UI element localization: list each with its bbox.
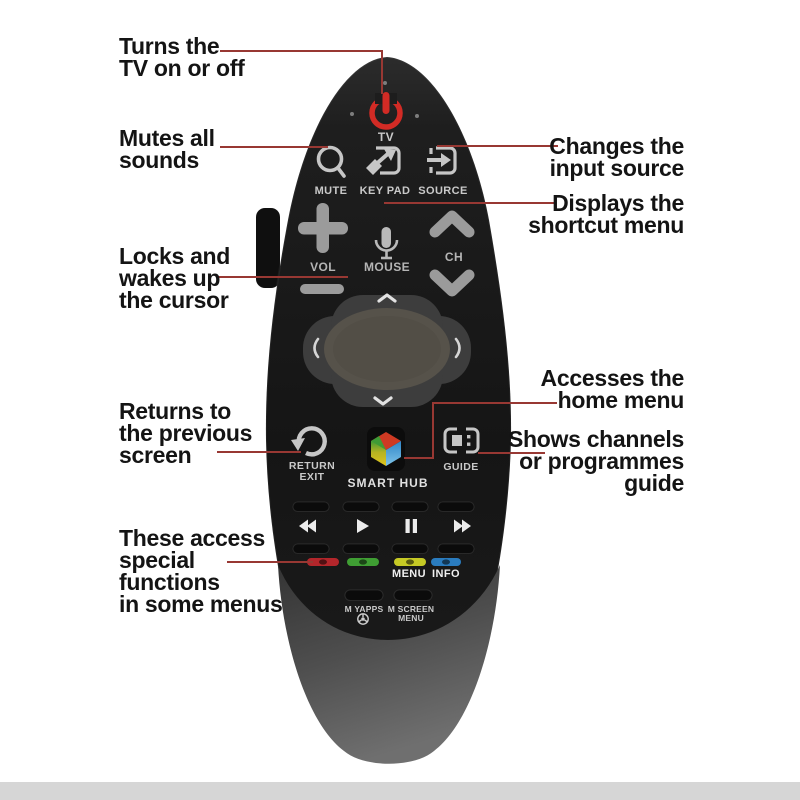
green-function-button[interactable] — [342, 543, 380, 554]
return-button[interactable] — [291, 426, 327, 457]
colors-callout-line — [227, 561, 313, 563]
yellow-menu-button[interactable] — [391, 543, 429, 554]
rewind-button[interactable] — [292, 501, 330, 512]
mute-label: MUTE — [314, 185, 348, 197]
keypad-callout-line — [384, 202, 556, 204]
smart-hub-icon — [371, 432, 401, 466]
source-label: SOURCE — [418, 185, 468, 197]
source-icon — [436, 146, 457, 175]
indicator-dots — [350, 81, 419, 118]
play-button[interactable] — [342, 501, 380, 512]
blue-info-button[interactable] — [437, 543, 475, 554]
remote-bottom-cap — [278, 565, 500, 764]
keypad-icon — [376, 146, 401, 175]
mscreen-label: M SCREEN MENU — [387, 604, 435, 623]
color-strips — [307, 558, 461, 566]
channel-label: CH — [444, 250, 464, 264]
annotation-smarthub: Accesses the home menu — [540, 365, 685, 413]
mouse-label: MOUSE — [363, 260, 411, 274]
mscreen-button[interactable] — [393, 589, 433, 601]
annotation-power: Turns the TV on or off — [119, 33, 245, 81]
rewind-icon — [299, 519, 316, 533]
mute-icon — [316, 145, 344, 173]
return-label: RETURN EXIT — [288, 460, 336, 483]
power-icon — [382, 92, 390, 114]
touchpad-down-arrow — [373, 396, 393, 406]
pause-icon — [405, 519, 417, 533]
return-callout-line — [217, 451, 301, 453]
volume-label: VOL — [310, 260, 336, 274]
smarthub-callout-line — [432, 402, 557, 404]
mute-callout-line — [220, 146, 328, 148]
forward-button[interactable] — [437, 501, 475, 512]
forward-icon — [454, 519, 471, 533]
myapps-label: M YAPPS — [344, 604, 384, 614]
smart-hub-button[interactable] — [367, 427, 405, 471]
bottom-band — [0, 782, 800, 800]
power-callout-line-v — [381, 50, 383, 94]
keypad-button[interactable] — [366, 146, 401, 175]
touchpad[interactable] — [303, 293, 471, 407]
info-label: INFO — [432, 568, 460, 580]
mouse-button[interactable] — [374, 227, 399, 260]
source-callout-line — [437, 145, 558, 147]
annotation-return: Returns to the previous screen — [119, 398, 253, 468]
volume-down-button[interactable] — [300, 284, 344, 294]
play-icon — [357, 519, 369, 533]
power-label: TV — [377, 130, 395, 144]
touchpad-left-arrow — [313, 337, 320, 359]
microphone-icon — [374, 227, 399, 260]
smarthub-callout-line-v — [432, 402, 434, 459]
annotation-source: Changes the input source — [549, 133, 684, 181]
pause-button[interactable] — [391, 501, 429, 512]
power-button[interactable] — [369, 92, 403, 130]
side-bump — [256, 208, 280, 288]
red-function-button[interactable] — [292, 543, 330, 554]
touchpad-right-arrow — [454, 337, 461, 359]
annotation-mouse: Locks and wakes up the cursor — [119, 243, 231, 313]
touchpad-up-arrow — [377, 293, 397, 303]
guide-icon — [443, 427, 457, 454]
annotation-keypad: Displays the shortcut menu — [528, 190, 684, 238]
channel-down-button[interactable] — [429, 269, 475, 297]
annotation-colors: These access special functions in some m… — [119, 525, 283, 617]
source-button[interactable] — [427, 146, 457, 175]
guide-label: GUIDE — [443, 461, 479, 473]
volume-up-button[interactable] — [298, 203, 348, 253]
menu-label: MENU — [392, 568, 426, 580]
mouse-callout-line — [218, 276, 348, 278]
guide-callout-line — [478, 452, 545, 454]
smart-hub-label: SMART HUB — [347, 476, 429, 490]
power-callout-line — [220, 50, 383, 52]
myapps-button[interactable] — [344, 589, 384, 601]
annotation-guide: Shows channels or programmes guide — [507, 426, 684, 496]
mute-button[interactable] — [316, 145, 346, 178]
soccer-ball-icon — [357, 613, 369, 625]
channel-up-button[interactable] — [429, 210, 475, 238]
keypad-label: KEY PAD — [359, 185, 411, 197]
smarthub-callout-line-2 — [404, 457, 434, 459]
guide-button[interactable] — [443, 427, 480, 454]
return-icon — [296, 426, 327, 457]
annotation-mute: Mutes all sounds — [119, 125, 215, 173]
